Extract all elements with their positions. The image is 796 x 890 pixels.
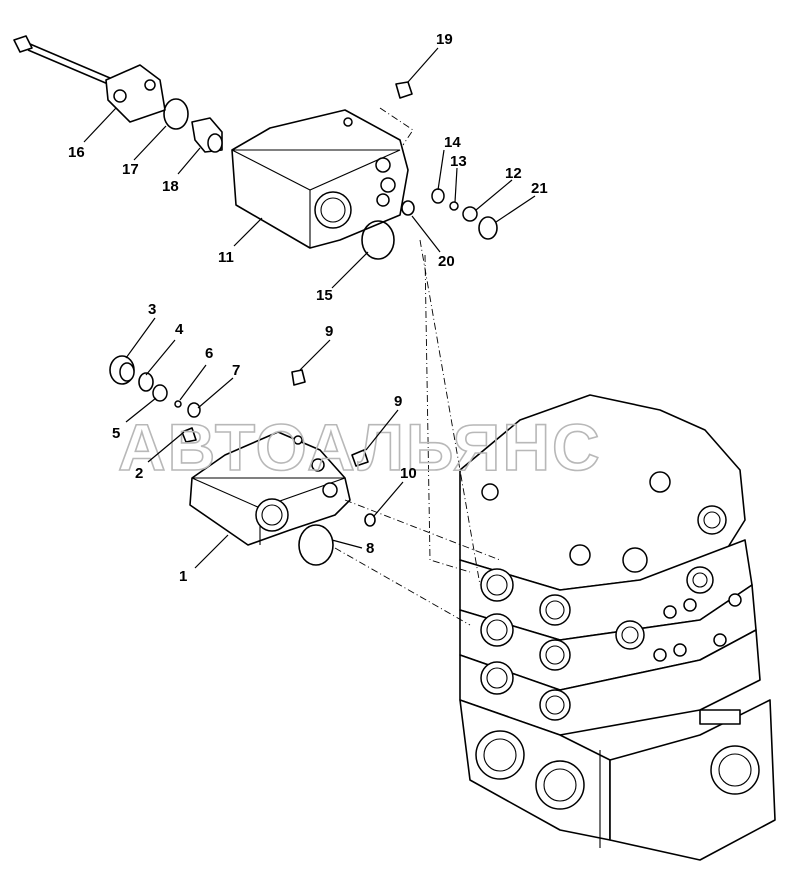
callout-17: 17 xyxy=(122,161,139,178)
callout-9-bottom: 9 xyxy=(394,393,402,410)
lower-fittings xyxy=(109,355,376,566)
callout-19: 19 xyxy=(436,31,453,48)
callout-21: 21 xyxy=(531,180,548,197)
callout-2: 2 xyxy=(135,465,143,482)
callout-1: 1 xyxy=(179,568,187,585)
callout-11: 11 xyxy=(218,249,234,266)
callout-7: 7 xyxy=(232,362,240,379)
callout-6: 6 xyxy=(205,345,213,362)
callout-3: 3 xyxy=(148,301,156,318)
callout-labels: 1 2 3 4 5 6 7 8 9 9 10 11 12 13 14 15 16… xyxy=(68,31,548,585)
callout-18: 18 xyxy=(162,178,179,195)
main-valve-block xyxy=(459,394,776,861)
upper-valve-section xyxy=(231,109,409,249)
callout-16: 16 xyxy=(68,144,85,161)
center-lines xyxy=(334,107,501,626)
upper-fittings xyxy=(361,81,498,260)
callout-20: 20 xyxy=(438,253,455,270)
callout-8: 8 xyxy=(366,540,374,557)
callout-12: 12 xyxy=(505,165,522,182)
leader-lines xyxy=(83,47,536,569)
bolt-flange-assembly xyxy=(13,35,223,153)
callout-9-top: 9 xyxy=(325,323,333,340)
callout-10: 10 xyxy=(400,465,417,482)
callout-14: 14 xyxy=(444,134,461,151)
callout-4: 4 xyxy=(175,321,184,338)
lower-valve-section xyxy=(189,431,351,546)
callout-13: 13 xyxy=(450,153,467,170)
callout-15: 15 xyxy=(316,287,333,304)
watermark: АВТОАЛЬЯНС xyxy=(118,410,602,484)
callout-5: 5 xyxy=(112,425,120,442)
